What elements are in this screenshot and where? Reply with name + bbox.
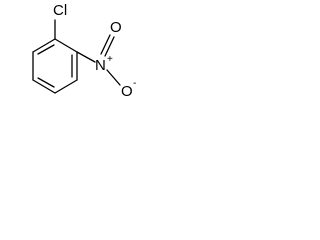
ring-bond-c3-c4 xyxy=(54,79,78,94)
ring-double-bond-c4-c5 xyxy=(37,77,55,88)
chlorine-label: Cl xyxy=(53,2,67,19)
ring-bond-c6-c1 xyxy=(32,38,56,53)
bond-n-o-double-b xyxy=(104,36,115,57)
ring-double-bond-c1-c6 xyxy=(37,44,55,55)
bond-c-n xyxy=(76,51,96,63)
bond-n-o-single xyxy=(106,69,121,86)
oxygen-charge-label: - xyxy=(133,78,136,89)
2-chloronitrobenzene-structure: Cl N + O O - xyxy=(32,2,136,100)
bond-n-o-double-a xyxy=(100,34,111,55)
benzene-ring xyxy=(32,38,78,94)
oxygen-double-label: O xyxy=(110,19,122,36)
ring-bond-c1-c2 xyxy=(54,38,78,53)
ring-bond-c4-c5 xyxy=(32,79,56,94)
oxygen-single-label: O xyxy=(121,83,133,100)
nitrogen-charge-label: + xyxy=(107,54,113,65)
nitrogen-label: N xyxy=(95,57,106,74)
